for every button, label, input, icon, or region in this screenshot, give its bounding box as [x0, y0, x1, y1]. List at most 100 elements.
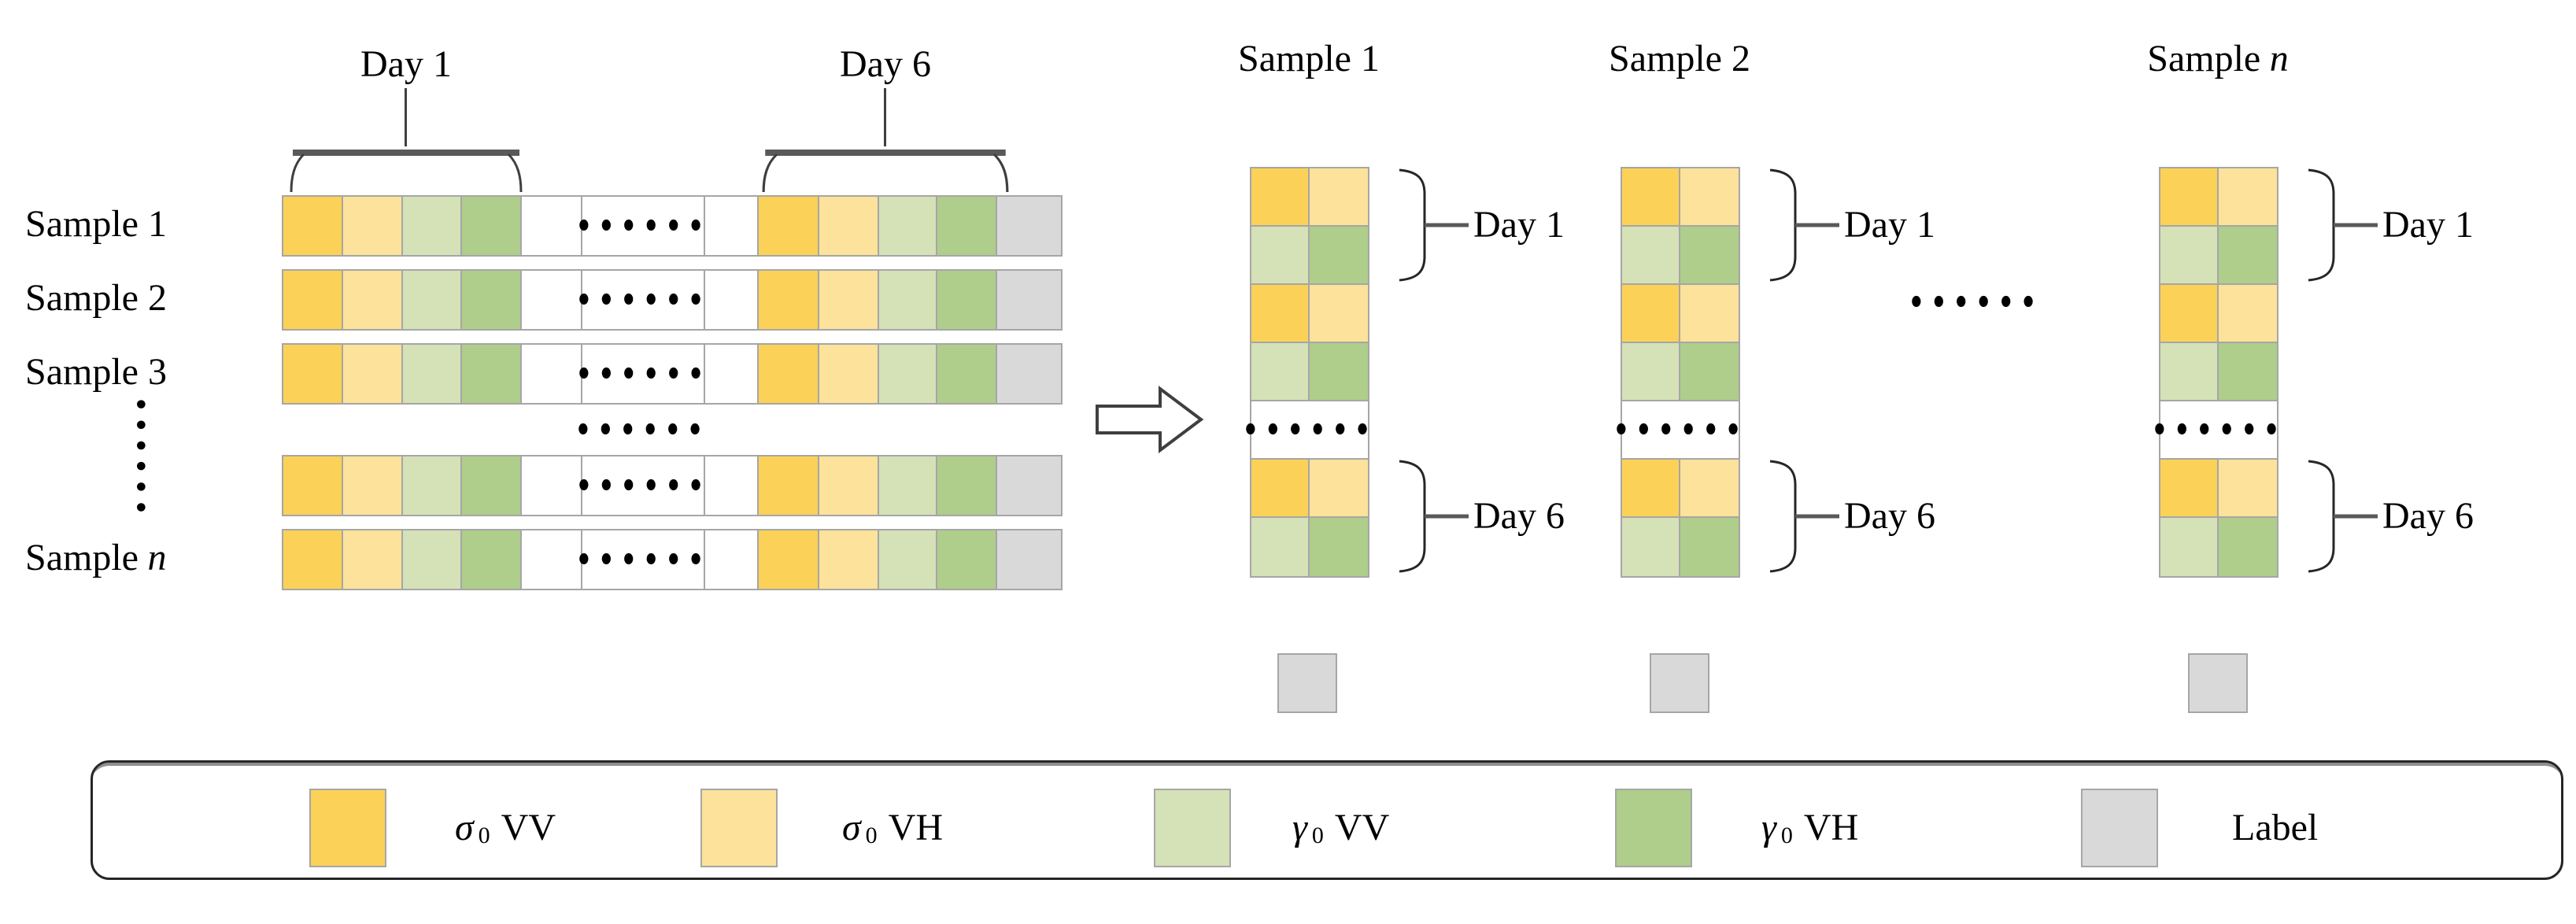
ellipsis-glyph: •••••• — [575, 467, 711, 505]
legend-symbol: σ — [455, 807, 474, 848]
ellipsis-glyph: •••••• — [2151, 411, 2286, 449]
cell-sigma0-vv — [283, 271, 343, 329]
cell-sigma0-vh — [819, 345, 879, 403]
cell-gamma0-vv — [1251, 227, 1310, 283]
sample-row-3: •••••• — [282, 343, 1063, 405]
label-text: Sample 3 — [25, 351, 167, 393]
col-row — [1622, 168, 1739, 227]
cell-sigma0-vh — [343, 197, 403, 255]
cell-sigma0-vh — [1680, 460, 1739, 516]
cell-sigma0-vh — [1310, 285, 1368, 342]
cell-ellipsis: •••••• — [576, 456, 705, 515]
cell-sigma0-vh — [1680, 285, 1739, 342]
cell-gap — [522, 345, 582, 403]
cell-gamma0-vv — [403, 271, 462, 329]
col2-day6-brace — [1769, 460, 1839, 573]
cell-gap — [705, 456, 759, 515]
cell-gamma0-vv — [879, 530, 937, 589]
col1-day6-brace — [1399, 460, 1469, 573]
day-text: Day 1 — [1844, 204, 1935, 246]
cell-sigma0-vv — [759, 456, 819, 515]
label-text: Sample 1 — [1238, 38, 1380, 79]
cell-gamma0-vh — [462, 530, 522, 589]
legend-swatch-sigma0-vh — [700, 789, 778, 867]
cell-label — [997, 345, 1061, 403]
cell-gamma0-vh — [937, 271, 997, 329]
cell-gamma0-vh — [1680, 518, 1739, 576]
cell-gamma0-vv — [879, 456, 937, 515]
cell-gamma0-vh — [1680, 227, 1739, 283]
day1-connector-line — [405, 88, 407, 146]
coln-day6-brace — [2308, 460, 2378, 573]
columns-gap-ellipsis-icon: •••••• — [1889, 285, 2062, 320]
cell-sigma0-vv — [283, 530, 343, 589]
cell-gap — [705, 197, 759, 255]
sample-row-2: •••••• — [282, 269, 1063, 331]
cell-sigma0-vv — [759, 345, 819, 403]
cell-gamma0-vh — [937, 345, 997, 403]
cell-gap — [522, 456, 582, 515]
ellipsis-glyph: •••••• — [1908, 283, 2043, 321]
cell-sigma0-vh — [2219, 285, 2277, 342]
cell-label — [997, 530, 1061, 589]
day-text: Day 6 — [2382, 495, 2474, 537]
label-text: Sample — [2147, 38, 2261, 79]
cell-gap — [522, 530, 582, 589]
vertical-ellipsis-icon: •••••• — [117, 397, 161, 520]
legend-label-text: Label — [2232, 807, 2319, 848]
col2-day6-tag: Day 6 — [1844, 495, 2025, 538]
cell-sigma0-vh — [2219, 460, 2277, 516]
cell-sigma0-vv — [1251, 460, 1310, 516]
cell-gamma0-vh — [2219, 518, 2277, 576]
ellipsis-glyph: •••••• — [575, 207, 711, 245]
cell-gamma0-vv — [879, 271, 937, 329]
sample-row-n: •••••• — [282, 529, 1063, 590]
cell-sigma0-vh — [819, 271, 879, 329]
cell-sigma0-vv — [1251, 285, 1310, 342]
ellipsis-glyph: •••••• — [575, 411, 710, 449]
cell-sigma0-vh — [343, 456, 403, 515]
cell-sigma0-vv — [1251, 168, 1310, 225]
legend-pol: VV — [1334, 807, 1390, 848]
cell-sigma0-vv — [283, 345, 343, 403]
cell-gamma0-vv — [1251, 518, 1310, 576]
cell-sigma0-vv — [283, 197, 343, 255]
col-row — [1622, 460, 1739, 518]
legend-symbol: γ — [1761, 807, 1776, 848]
ellipsis-glyph: •••••• — [1242, 411, 1377, 449]
right-arrow-icon — [1096, 386, 1204, 453]
label-text: Sample 2 — [1609, 38, 1750, 79]
legend-item-label: Label — [2232, 789, 2318, 867]
sample-row-4: •••••• — [282, 455, 1063, 516]
label-var: n — [2269, 38, 2289, 79]
cell-sigma0-vh — [1310, 460, 1368, 516]
legend-swatch-gamma0-vv — [1154, 789, 1231, 867]
sample-column-1: •••••• — [1243, 167, 1370, 578]
left-sample-3-label: Sample 3 — [25, 343, 261, 401]
col-row — [2160, 460, 2277, 518]
day1-top-brace — [290, 150, 523, 193]
cell-ellipsis: •••••• — [576, 197, 705, 255]
day6-top-label: Day 6 — [767, 41, 1003, 88]
legend-subscript: 0 — [478, 822, 490, 848]
col1-day1-tag: Day 1 — [1473, 204, 1654, 246]
cell-gamma0-vv — [1251, 343, 1310, 400]
left-sample-1-label: Sample 1 — [25, 195, 261, 253]
col-row — [1251, 168, 1368, 227]
cell-sigma0-vh — [819, 530, 879, 589]
col-row — [1251, 227, 1368, 285]
cell-gamma0-vh — [2219, 343, 2277, 400]
right-sample-2-label: Sample 2 — [1561, 35, 1798, 83]
col-row — [1622, 227, 1739, 285]
cell-sigma0-vh — [343, 271, 403, 329]
sample-column-n: •••••• — [2152, 167, 2279, 578]
rows-gap-ellipsis-icon: •••••• — [564, 412, 721, 447]
sample-column-2: •••••• — [1613, 167, 1741, 578]
cell-sigma0-vv — [759, 530, 819, 589]
col-row — [2160, 518, 2277, 576]
right-sample-1-label: Sample 1 — [1191, 35, 1427, 83]
col-row — [1622, 518, 1739, 576]
cell-ellipsis: •••••• — [576, 271, 705, 329]
cell-gamma0-vh — [937, 197, 997, 255]
